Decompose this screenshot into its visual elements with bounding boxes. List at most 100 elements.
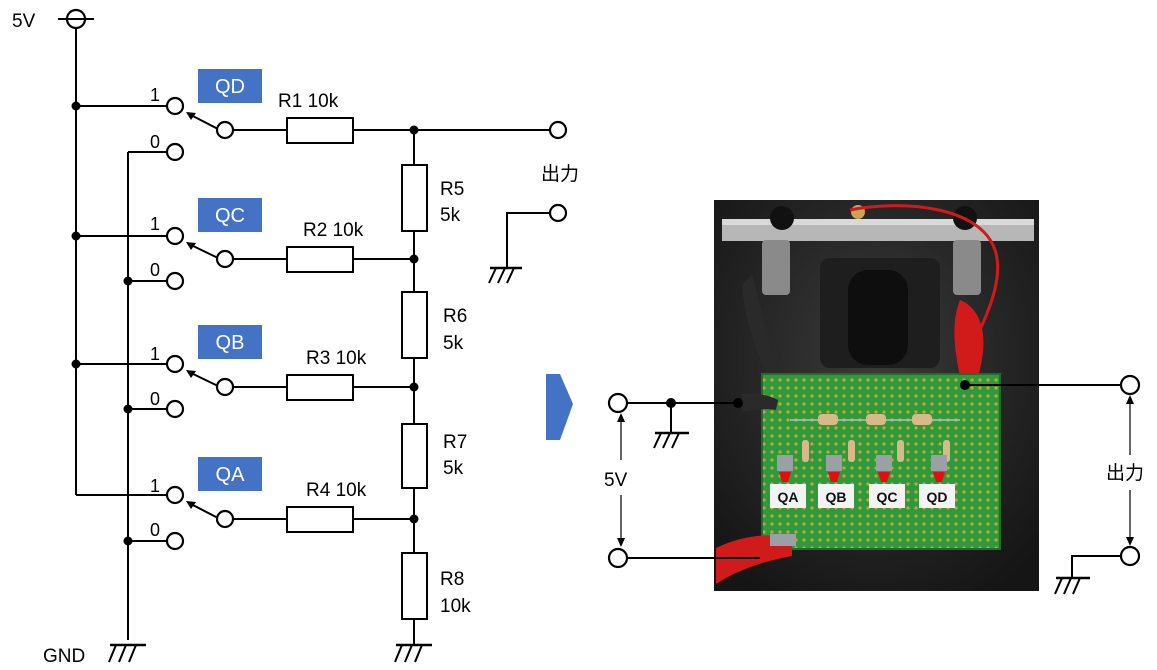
supply-label: 5V xyxy=(12,11,36,32)
ground-terminal-photo xyxy=(607,547,629,569)
wire-endpoint xyxy=(733,398,743,408)
junction-dot xyxy=(71,359,81,369)
r7-name: R7 xyxy=(443,432,467,453)
switch-contact-0 xyxy=(165,142,185,162)
output-ground-terminal xyxy=(548,203,568,223)
resistor-r4 xyxy=(286,506,354,533)
black-clip xyxy=(742,275,778,380)
svg-text:QB: QB xyxy=(826,489,847,505)
switch-arm xyxy=(188,371,219,387)
resistor-r1 xyxy=(286,117,354,144)
board-label-qd xyxy=(919,484,955,508)
on-label-qd: 1 xyxy=(150,85,160,105)
ground-label: GND xyxy=(43,646,85,667)
switch-row-qd: QD 1 0 R1 10k xyxy=(71,69,414,162)
ground-icon xyxy=(653,431,689,449)
output-label: 出力 xyxy=(541,163,579,185)
svg-text:QA: QA xyxy=(778,489,799,505)
switch-row-qc: QC 1 0 R2 10k xyxy=(71,198,414,291)
junction-dot xyxy=(123,276,133,286)
output-section: 出力 xyxy=(414,120,579,284)
resistor-r7 xyxy=(401,423,428,489)
resistor-r2-label: R2 10k xyxy=(303,220,364,241)
junction-dot xyxy=(123,404,133,414)
off-label-qa: 0 xyxy=(150,520,160,540)
resistor-r3-label: R3 10k xyxy=(306,348,367,369)
resistor-r8 xyxy=(401,552,428,620)
r6-name: R6 xyxy=(443,306,467,327)
ground-icon xyxy=(108,643,146,663)
switch-contact-0 xyxy=(165,271,185,291)
switch-arm xyxy=(188,113,219,130)
switch-row-qb: QB 1 0 R3 10k xyxy=(71,325,414,419)
svg-text:QC: QC xyxy=(877,489,898,505)
resistor-ladder: R5 5k R6 5k R7 5k R8 10k xyxy=(401,125,471,645)
switch-contact-0 xyxy=(165,531,185,551)
resistor-r5 xyxy=(401,164,428,232)
switch-row-qa: QA 1 0 R4 10k xyxy=(76,457,414,551)
r6-value: 5k xyxy=(443,333,464,354)
tag-qc xyxy=(198,198,262,232)
resistor-r4-label: R4 10k xyxy=(306,480,367,501)
photo-output-label: 出力 xyxy=(1106,462,1144,484)
r5-name: R5 xyxy=(440,179,464,200)
ground-icon xyxy=(1054,576,1090,595)
on-label-qc: 1 xyxy=(150,214,160,234)
tag-qd-text: QD xyxy=(215,76,245,98)
on-label-qb: 1 xyxy=(150,344,160,364)
junction-dot xyxy=(71,101,81,111)
red-clip-top xyxy=(954,300,984,385)
junction-dot xyxy=(409,254,419,264)
ground-icon xyxy=(488,266,522,284)
junction-dot xyxy=(123,536,133,546)
tag-qa-text: QA xyxy=(216,464,246,486)
resistor-r1-label: R1 10k xyxy=(278,91,339,112)
switch-common xyxy=(215,509,235,529)
supply-terminal-photo xyxy=(607,392,629,414)
r5-value: 5k xyxy=(440,205,461,226)
schematic: 5V QD 1 0 R1 10k QC xyxy=(12,8,579,667)
svg-text:QD: QD xyxy=(927,489,948,505)
board-label-qc xyxy=(869,484,905,508)
r8-name: R8 xyxy=(440,569,464,590)
tag-qa xyxy=(198,457,262,491)
resistor-r2 xyxy=(286,246,354,273)
switch-common xyxy=(215,249,235,269)
switch-arm xyxy=(188,243,219,259)
photo-wiring: 5V 出力 xyxy=(604,374,1144,595)
r7-value: 5k xyxy=(443,458,464,479)
tag-qd xyxy=(198,69,262,103)
off-label-qd: 0 xyxy=(150,132,160,152)
switch-arm xyxy=(188,502,219,519)
switch-contact-1 xyxy=(165,96,185,116)
off-label-qc: 0 xyxy=(150,260,160,280)
switch-contact-1 xyxy=(165,485,185,505)
switch-contact-1 xyxy=(165,226,185,246)
board-label-qb xyxy=(818,484,854,508)
resistor-r3 xyxy=(286,374,354,401)
junction-dot xyxy=(409,514,419,524)
output-terminal xyxy=(548,120,568,140)
tag-qc-text: QC xyxy=(215,205,245,227)
arrow-right-icon xyxy=(546,374,573,440)
red-clip-bottom xyxy=(716,535,792,584)
junction-dot xyxy=(409,382,419,392)
photo-supply-label: 5V xyxy=(604,470,628,491)
switch-common xyxy=(215,377,235,397)
switch-contact-1 xyxy=(165,354,185,374)
off-label-qb: 0 xyxy=(150,389,160,409)
board-label-qa xyxy=(770,484,806,508)
tag-qb xyxy=(198,325,262,359)
junction-dot xyxy=(71,231,81,241)
resistor-r6 xyxy=(401,291,428,359)
r8-value: 10k xyxy=(440,596,471,617)
output-ground-terminal-photo xyxy=(1119,545,1141,567)
tag-qb-text: QB xyxy=(216,332,245,354)
switch-contact-0 xyxy=(165,399,185,419)
on-label-qa: 1 xyxy=(150,476,160,496)
board-photo: QA QB QC QD xyxy=(714,200,1039,591)
output-terminal-photo xyxy=(1119,374,1141,396)
ground-icon xyxy=(394,643,432,663)
switch-common xyxy=(215,120,235,140)
